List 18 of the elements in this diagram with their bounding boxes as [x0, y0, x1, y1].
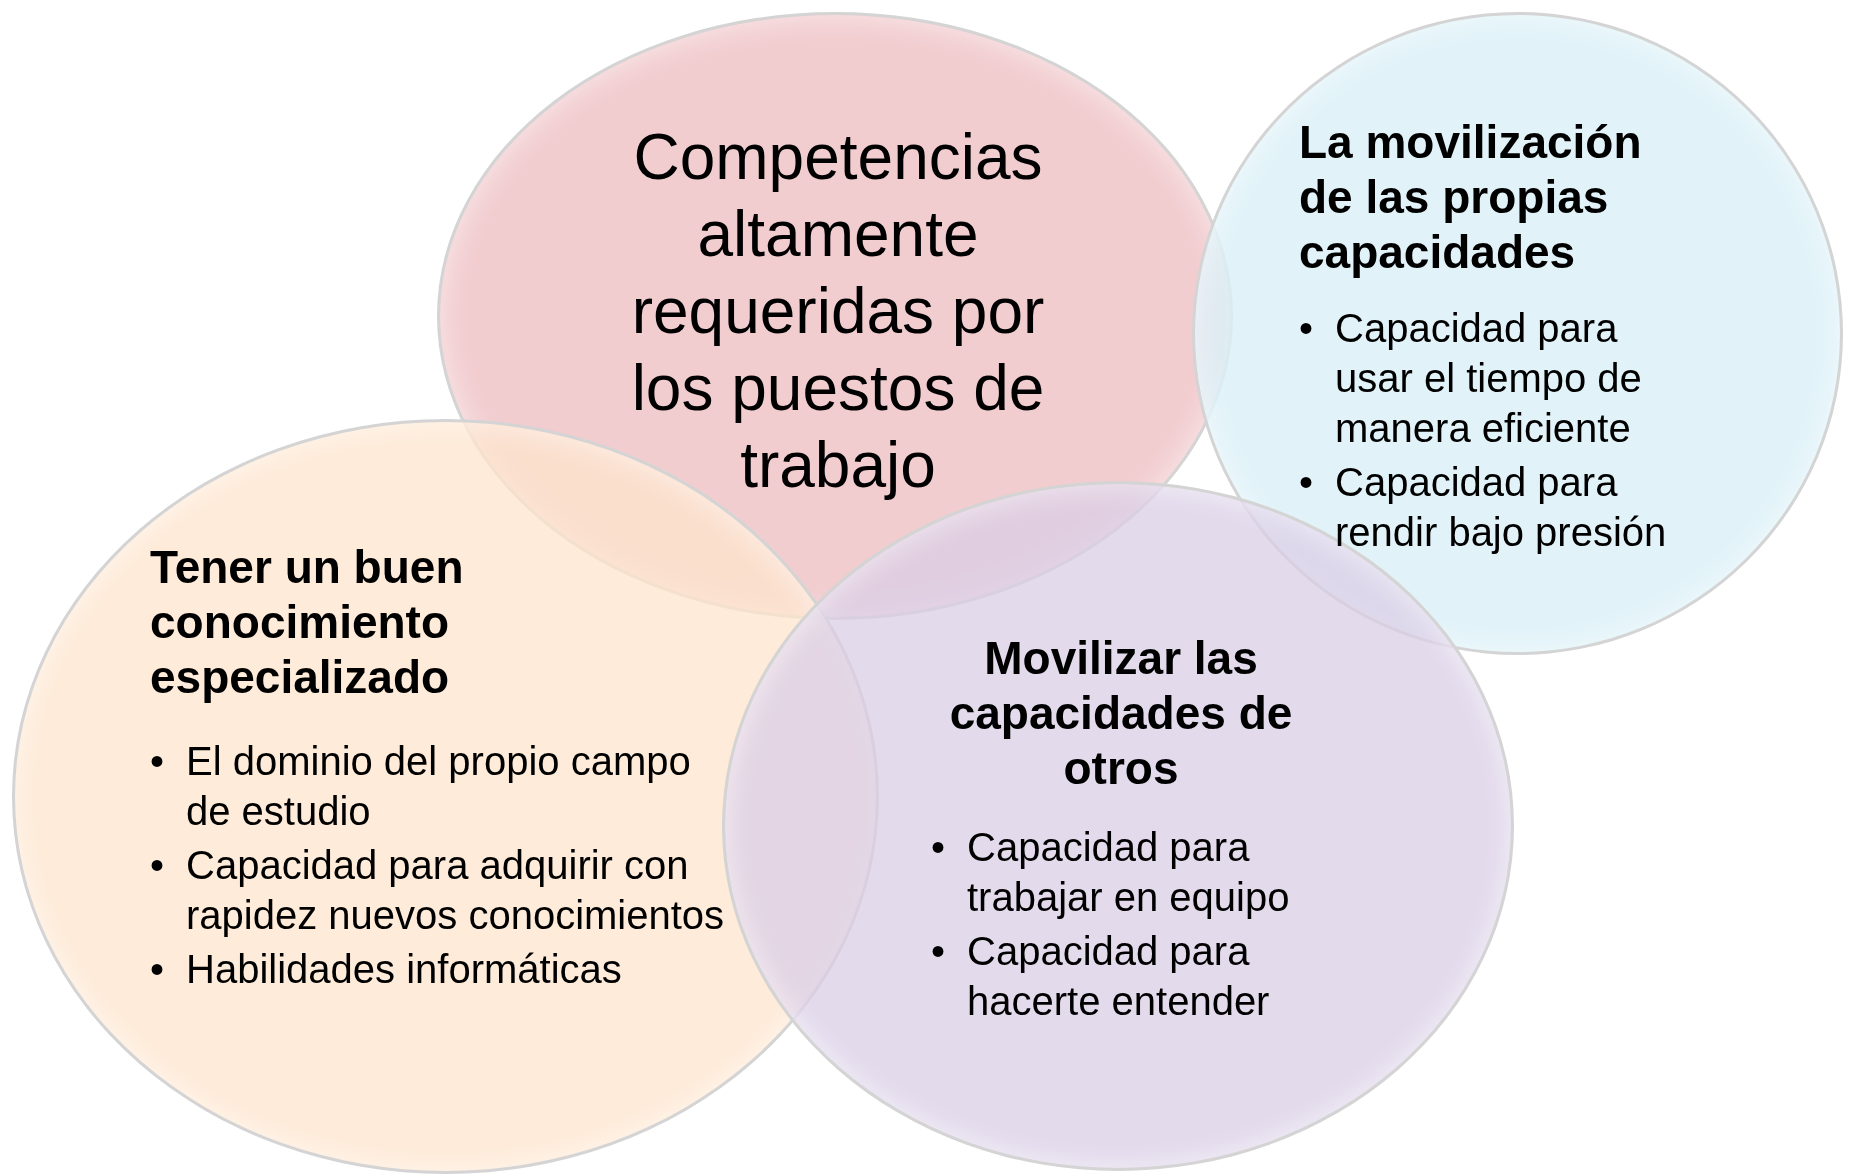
- bullet-mark: •: [1299, 305, 1314, 352]
- bullet-mark: •: [931, 928, 946, 975]
- bullet-mark: •: [150, 946, 165, 993]
- heading-text: Movilizar las capacidades de otros: [948, 631, 1294, 796]
- bullet-item: Capacidad para adquirir con rapidez nuevos conocimientos: [186, 842, 726, 939]
- title-text: Competencias altamente requeridas por los puestos de trabajo: [630, 120, 1046, 503]
- bullet-mark: •: [1299, 459, 1314, 506]
- bullet-item: Capacidad para rendir bajo presión: [1335, 459, 1668, 556]
- bullet-item: Capacidad para usar el tiempo de manera eficiente: [1335, 305, 1643, 452]
- bullet-item: El dominio del propio campo de estudio: [186, 738, 692, 835]
- bullet-item: Capacidad para hacerte entender: [967, 928, 1271, 1025]
- bullet-mark: •: [150, 842, 165, 889]
- bullet-item: Habilidades informáticas: [186, 946, 622, 993]
- bullet-item: Capacidad para trabajar en equipo: [967, 824, 1291, 921]
- heading-text: Tener un buen conocimiento especializado: [150, 540, 465, 705]
- bullet-mark: •: [150, 738, 165, 785]
- heading-text: La movilización de las propias capacidades: [1299, 115, 1643, 280]
- bullet-mark: •: [931, 824, 946, 871]
